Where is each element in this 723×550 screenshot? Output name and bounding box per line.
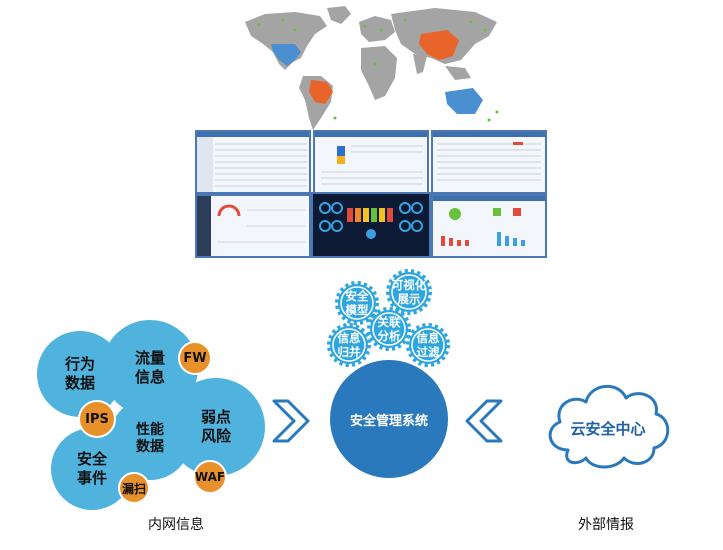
- gear-icon: [386, 269, 432, 315]
- tag-ips-label: IPS: [85, 411, 109, 427]
- screen-chart-1-content: [315, 132, 427, 185]
- bubble-weakness-risk-label: 弱点 风险: [200, 408, 231, 445]
- bubble-security-events: 安全 事件: [51, 428, 133, 510]
- gear-label-visualization: 可视化 展示: [391, 277, 427, 306]
- bubble-security-events-label: 安全 事件: [76, 450, 107, 487]
- map-europe: [359, 16, 395, 42]
- caption-external-intelligence: 外部情报: [578, 517, 634, 533]
- screen-list-2-content: [433, 132, 545, 181]
- core-security-management-system: 安全管理系统: [330, 360, 448, 478]
- gear-icon: [406, 323, 450, 367]
- map-greenland: [327, 6, 351, 24]
- map-australia-highlight: [445, 88, 483, 114]
- screen-bigscreen: [311, 192, 431, 258]
- bubble-behavior-data-label: 行为 数据: [64, 355, 95, 392]
- tag-fw-label: FW: [183, 350, 207, 366]
- chevron-left-icon: [465, 399, 503, 443]
- map-markers: [257, 18, 499, 122]
- map-north-america: [245, 12, 327, 70]
- screen-bars-content: [433, 196, 545, 246]
- map-china-highlight: [419, 30, 459, 60]
- gear-label-info-merge: 信息 归并: [337, 330, 361, 359]
- tag-ips: IPS: [78, 400, 116, 438]
- cloud-security-center-label: 云安全中心: [570, 419, 646, 438]
- screen-list-2: [431, 130, 547, 194]
- gear-icon: [367, 307, 411, 351]
- dashboard-screens: [195, 130, 547, 258]
- map-brazil-highlight: [309, 80, 333, 104]
- map-africa: [361, 46, 397, 100]
- map-india: [413, 54, 427, 74]
- gear-label-correlation-analysis: 关联 分析: [377, 314, 401, 343]
- tag-vuln-scan: 漏扫: [118, 472, 150, 504]
- map-southeast-asia: [445, 66, 471, 80]
- screen-chart-1: [313, 130, 429, 194]
- cloud-icon: [548, 384, 670, 469]
- screen-list-1-content: [197, 132, 309, 192]
- tag-fw: FW: [178, 341, 212, 375]
- bubble-performance-data-label: 性能 数据: [136, 421, 164, 456]
- world-map: [245, 6, 499, 130]
- screen-bigscreen-content: [319, 202, 423, 239]
- bubble-traffic-info-label: 流量 信息: [134, 349, 165, 386]
- screen-list-1: [195, 130, 311, 194]
- map-usa-highlight: [271, 44, 301, 66]
- screen-gauge: [195, 194, 311, 258]
- tag-vuln-scan-label: 漏扫: [121, 481, 146, 496]
- screen-gauge-content: [197, 196, 305, 256]
- tag-waf-label: WAF: [194, 470, 226, 484]
- tag-waf: WAF: [193, 460, 227, 494]
- screen-bars: [431, 194, 547, 258]
- caption-internal-info: 内网信息: [148, 517, 204, 533]
- gear-label-security-model: 安全 模型: [345, 288, 369, 317]
- chevron-right-icon: [272, 399, 310, 443]
- gear-icon: [335, 281, 379, 325]
- gear-icon: [327, 323, 371, 367]
- gear-label-info-filter: 信息 过滤: [416, 330, 440, 359]
- core-label: 安全管理系统: [349, 413, 428, 429]
